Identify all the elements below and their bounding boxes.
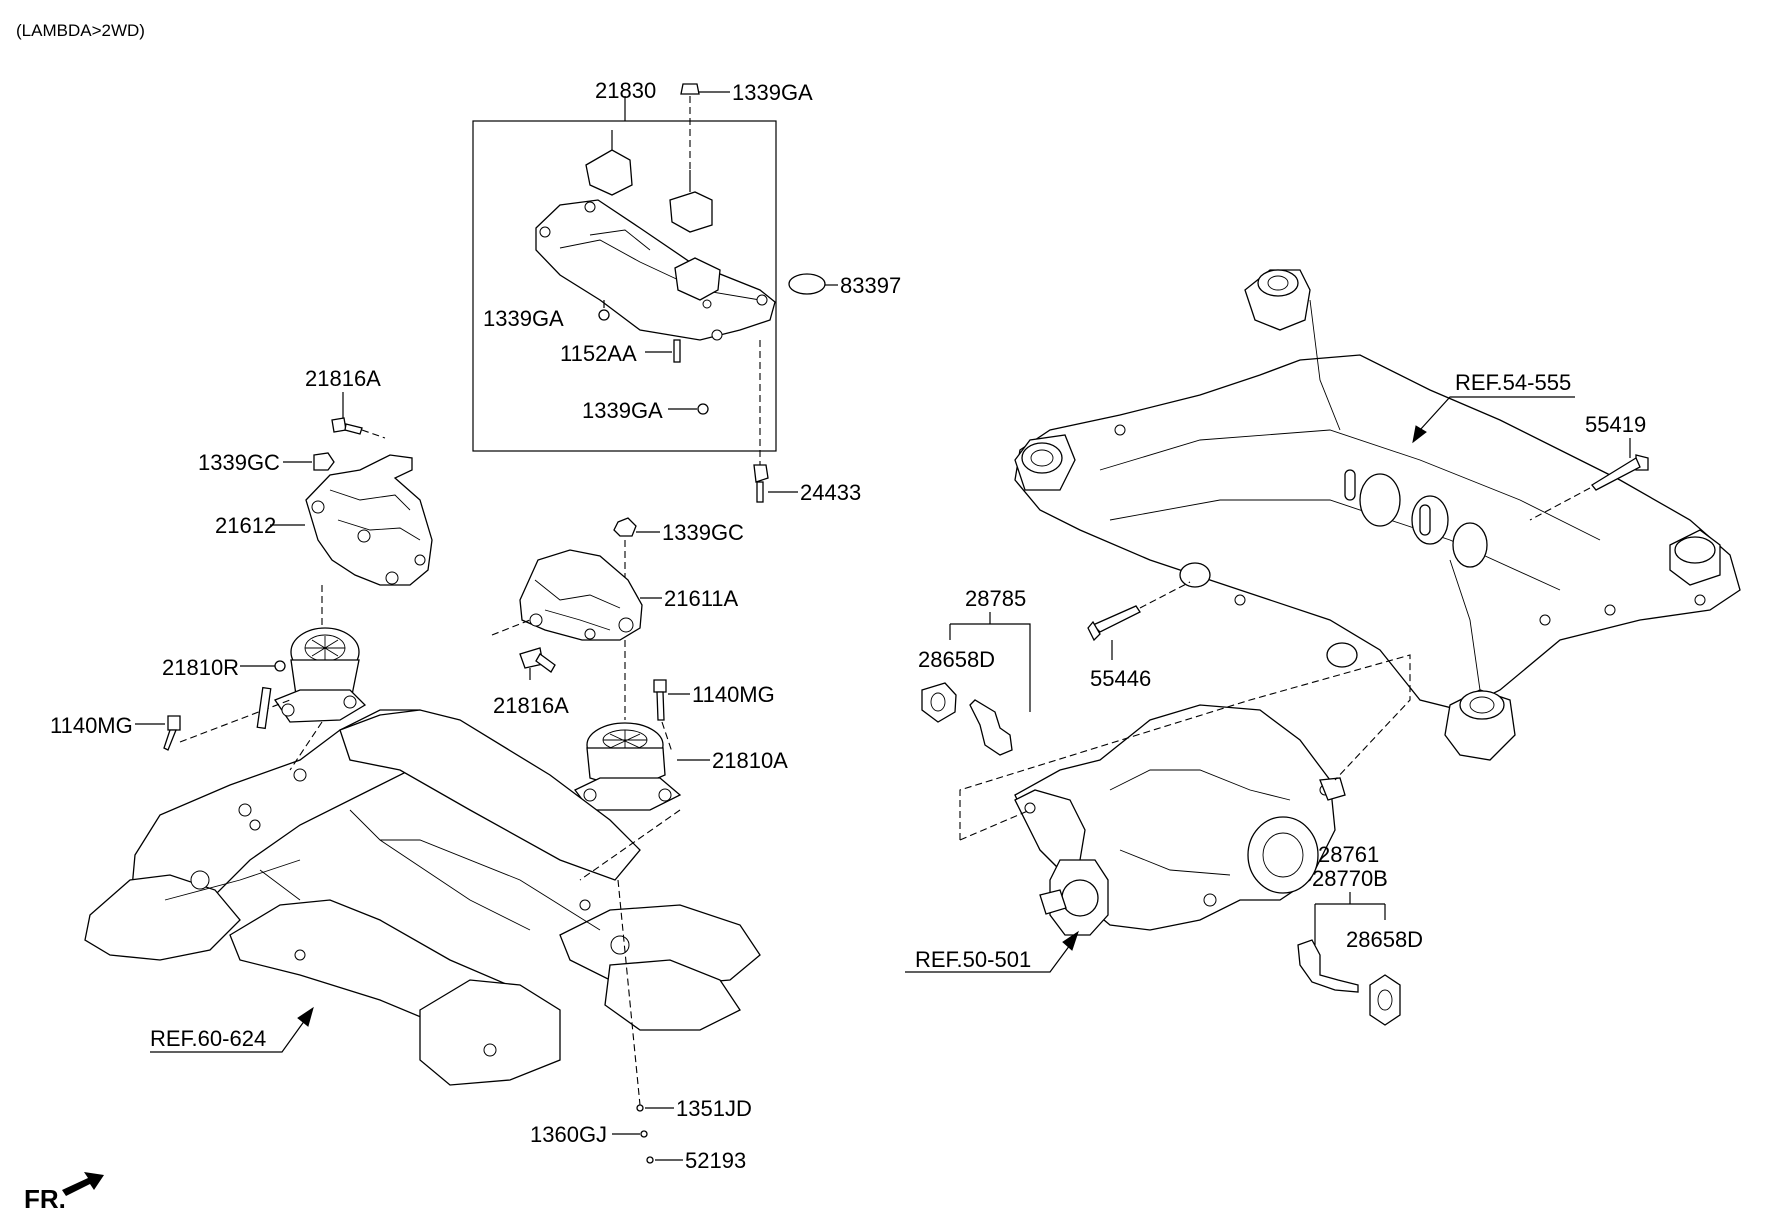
transmission-mount-group: 21830 1339GA 83397 1339GA 1152AA (472, 78, 901, 452)
label-55446: 55446 (1090, 666, 1151, 691)
label-28770B: 28770B (1312, 866, 1388, 891)
ref-60-624: REF.60-624 (150, 1026, 266, 1051)
label-24433: 24433 (800, 480, 861, 505)
grommet-83397 (788, 273, 826, 295)
label-1339GC-mid: 1339GC (662, 520, 744, 545)
hanger-bracket-28770B (1297, 939, 1359, 993)
arrow-icon (1062, 930, 1079, 951)
engine-mount-bracket-21612 (305, 454, 433, 586)
label-21611A: 21611A (664, 586, 739, 611)
label-83397: 83397 (840, 273, 901, 298)
nut-icon (697, 403, 709, 415)
bolt-icon (1091, 605, 1141, 633)
label-1140MG-left: 1140MG (50, 713, 133, 738)
front-subframe (84, 686, 761, 1086)
nut-icon (598, 309, 610, 321)
label-1360GJ: 1360GJ (530, 1122, 607, 1147)
upper-insulator-right (669, 191, 713, 233)
model-header: (LAMBDA>2WD) (16, 21, 145, 40)
label-52193: 52193 (685, 1148, 746, 1173)
label-21816A-top: 21816A (305, 366, 381, 391)
label-28761: 28761 (1318, 842, 1379, 867)
front-direction-label: FR. (24, 1184, 66, 1211)
ref-50-501: REF.50-501 (915, 947, 1031, 972)
label-1339GA-top: 1339GA (732, 80, 813, 105)
engine-mount-bracket-21611A (519, 549, 643, 641)
label-55419: 55419 (1585, 412, 1646, 437)
arrow-icon (297, 1006, 314, 1027)
label-21612: 21612 (215, 513, 276, 538)
label-21810R: 21810R (162, 655, 239, 680)
bolt-icon (167, 715, 181, 731)
label-1339GA-low: 1339GA (582, 398, 663, 423)
stud-icon (673, 339, 681, 363)
group-bracket (1314, 892, 1386, 945)
nut-icon (680, 83, 700, 95)
ref-leader (1419, 396, 1575, 431)
ref-54-555: REF.54-555 (1455, 370, 1571, 395)
label-1339GA-left: 1339GA (483, 306, 564, 331)
hanger-rubber-28658D (1369, 974, 1401, 1026)
clip-icon (646, 1156, 654, 1164)
label-28785: 28785 (965, 586, 1026, 611)
nut-icon (313, 452, 335, 471)
label-1140MG-mid: 1140MG (692, 682, 775, 707)
nut-icon (613, 517, 637, 537)
group-bracket (949, 612, 1031, 712)
hanger-bracket-28785 (969, 699, 1013, 756)
rear-subframe (1014, 269, 1741, 761)
label-28658D-right: 28658D (1346, 927, 1423, 952)
clip-icon (640, 1130, 648, 1138)
label-1351JD: 1351JD (676, 1096, 752, 1121)
bolt-icon (653, 679, 667, 693)
bolt-icon (331, 417, 347, 433)
arrow-icon (1412, 425, 1427, 444)
upper-insulator-left (585, 149, 633, 196)
ref-leader (905, 944, 1071, 973)
bolt-icon (753, 464, 769, 483)
rear-differential (1014, 704, 1346, 936)
hanger-rubber-28658D (921, 682, 957, 723)
label-1152AA: 1152AA (560, 341, 637, 366)
label-21816A-mid: 21816A (493, 693, 569, 718)
transmission-crossmember (535, 199, 776, 341)
front-arrow-icon (62, 1172, 104, 1196)
ref-leader (150, 1019, 306, 1053)
label-21810A: 21810A (712, 748, 788, 773)
label-1339GC-left: 1339GC (198, 450, 280, 475)
label-21830: 21830 (595, 78, 656, 103)
label-28658D-left: 28658D (918, 647, 995, 672)
